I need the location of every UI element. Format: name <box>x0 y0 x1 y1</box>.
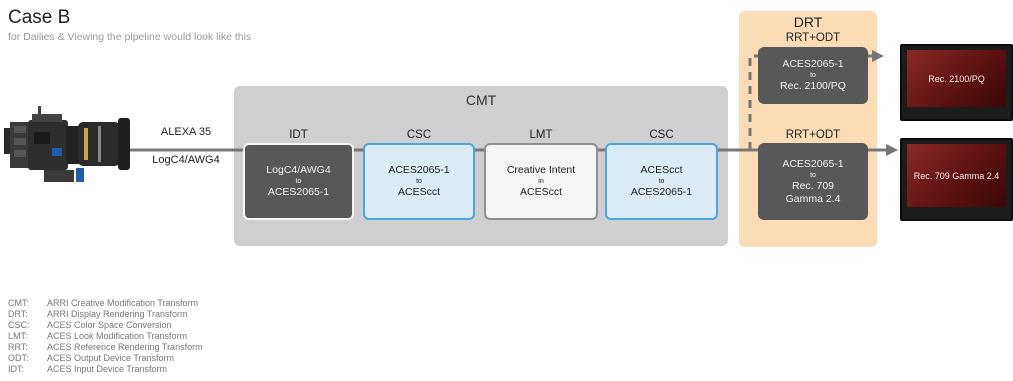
cmt-label: CMT <box>465 92 497 108</box>
camera-icon <box>4 106 130 182</box>
lmt-box: Creative Intent in ACEScct <box>484 143 598 220</box>
csc-box-1: ACES2065-1 to ACEScct <box>363 143 475 220</box>
legend-item: ODT: ACES Output Device Transform <box>8 353 174 363</box>
idt-box: LogC4/AWG4 to ACES2065-1 <box>243 143 354 220</box>
idt-target: ACES2065-1 <box>267 186 330 198</box>
drt-top-from: ACES2065-1 <box>782 58 844 70</box>
legend-key: CSC: <box>8 320 30 330</box>
lmt-in: in <box>538 178 544 185</box>
drt-bot-from: ACES2065-1 <box>782 157 844 170</box>
lmt-space: ACEScct <box>519 186 562 198</box>
camera-model-label: ALEXA 35 <box>160 126 212 138</box>
hdr-arrowhead <box>872 50 884 62</box>
monitor-hdr-label: Rec. 2100/PQ <box>928 73 985 84</box>
legend-value: ACES Output Device Transform <box>47 353 175 363</box>
legend-item: DRT: ARRI Display Rendering Transform <box>8 309 188 319</box>
legend-item: RRT: ACES Reference Rendering Transform <box>8 342 203 352</box>
monitor-sdr-screen: Rec. 709 Gamma 2.4 <box>907 144 1006 207</box>
monitor-hdr-screen: Rec. 2100/PQ <box>907 50 1006 107</box>
legend-value: ACES Input Device Transform <box>47 364 168 374</box>
legend-value: ARRI Display Rendering Transform <box>47 309 188 319</box>
csc1-to: to <box>416 178 422 185</box>
monitor-sdr: Rec. 709 Gamma 2.4 <box>900 138 1013 221</box>
rrt-odt-header-bottom: RRT+ODT <box>785 129 841 141</box>
legend-key: CMT: <box>8 298 29 308</box>
legend-value: ACES Color Space Conversion <box>47 320 172 330</box>
csc2-to: to <box>658 178 665 185</box>
main-arrowhead <box>886 144 898 156</box>
csc-header-2: CSC <box>649 129 674 141</box>
legend-value: ARRI Creative Modification Transform <box>47 298 199 308</box>
idt-header: IDT <box>289 129 308 141</box>
legend-value: ACES Reference Rendering Transform <box>47 342 203 352</box>
drt-top-to: to <box>810 72 816 79</box>
camera-encoding-label: LogC4/AWG4 <box>152 154 220 166</box>
csc2-target: ACES2065-1 <box>630 186 693 198</box>
drt-box-sdr: ACES2065-1 to Rec. 709 Gamma 2.4 <box>758 143 868 220</box>
drt-top-target: Rec. 2100/PQ <box>780 80 846 92</box>
lmt-intent: Creative Intent <box>506 164 576 176</box>
monitor-sdr-label: Rec. 709 Gamma 2.4 <box>913 170 1000 181</box>
idt-to: to <box>295 178 302 185</box>
legend-item: CMT: ARRI Creative Modification Transform <box>8 298 198 308</box>
legend-key: LMT: <box>8 331 28 341</box>
legend-value: ACES Look Modification Transform <box>47 331 188 341</box>
idt-from: LogC4/AWG4 <box>266 164 331 176</box>
legend-item: LMT: ACES Look Modification Transform <box>8 331 187 341</box>
drt-bot-to: to <box>810 171 816 179</box>
lmt-header: LMT <box>529 129 553 141</box>
legend-item: IDT: ACES Input Device Transform <box>8 364 167 374</box>
csc2-from: ACEScct <box>640 164 683 176</box>
drt-bot-target: Rec. 709 <box>791 179 835 192</box>
csc-header-1: CSC <box>406 129 432 141</box>
monitor-hdr: Rec. 2100/PQ <box>900 44 1013 121</box>
legend-item: CSC: ACES Color Space Conversion <box>8 320 172 330</box>
csc-box-2: ACEScct to ACES2065-1 <box>605 143 718 220</box>
legend-key: DRT: <box>8 309 28 319</box>
drt-label: DRT <box>793 14 823 30</box>
csc1-from: ACES2065-1 <box>388 164 450 176</box>
legend-key: ODT: <box>8 353 29 363</box>
legend-key: RRT: <box>8 342 28 352</box>
csc1-target: ACEScct <box>397 186 440 198</box>
page-subtitle: for Dailies & Viewing the pipeline would… <box>8 31 252 43</box>
rrt-odt-header-top: RRT+ODT <box>785 32 841 44</box>
legend-key: IDT: <box>8 364 25 374</box>
drt-bot-gamma: Gamma 2.4 <box>785 192 841 205</box>
drt-box-hdr: ACES2065-1 to Rec. 2100/PQ <box>758 47 868 104</box>
page-title: Case B <box>8 7 71 28</box>
